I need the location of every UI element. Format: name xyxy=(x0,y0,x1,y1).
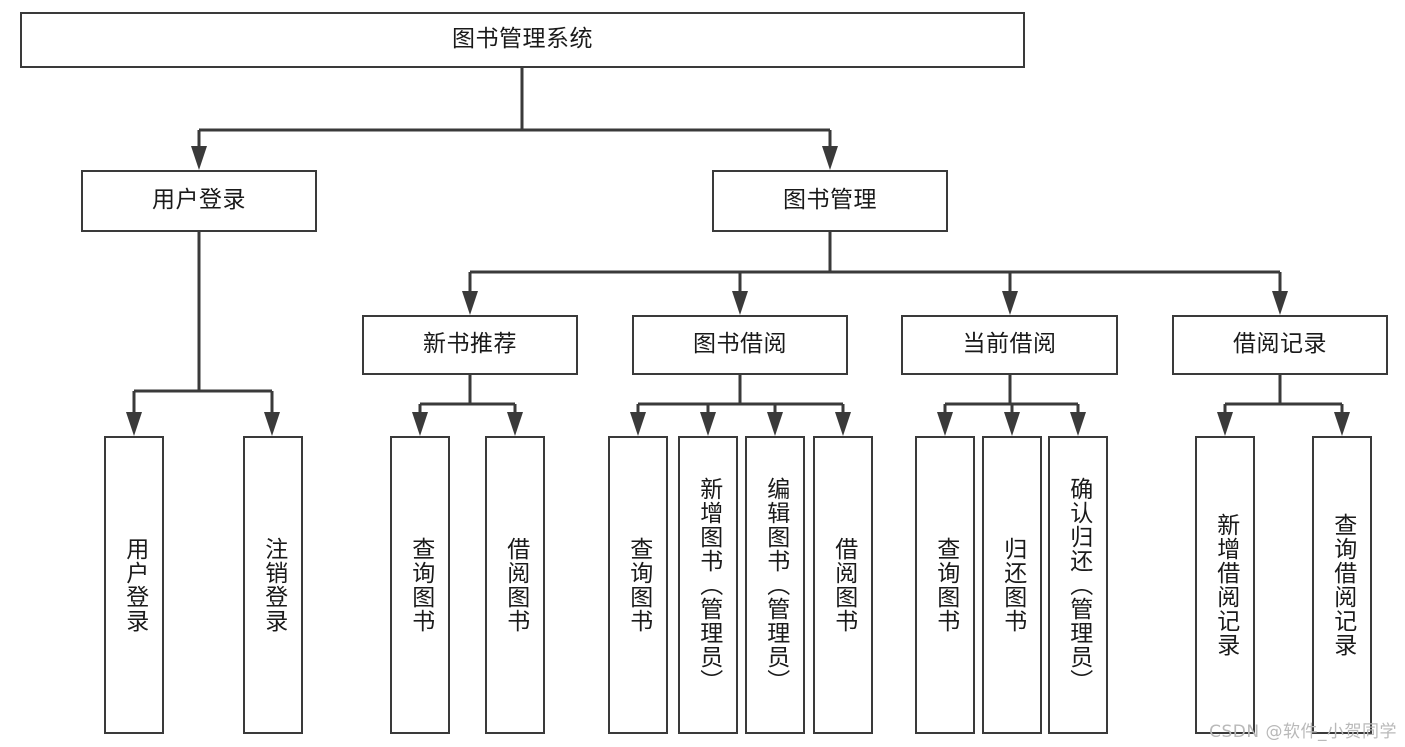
node-borrow-record: 借阅记录 xyxy=(1172,315,1388,375)
node-leaf-logout-login: 注销登录 xyxy=(243,436,303,734)
node-label: 图书借阅 xyxy=(693,331,787,358)
node-label: 借阅图书 xyxy=(830,537,857,633)
node-root: 图书管理系统 xyxy=(20,12,1025,68)
node-label: 借阅图书 xyxy=(502,537,529,633)
node-leaf-borrow-book-1: 借阅图书 xyxy=(485,436,545,734)
node-leaf-query-book-1: 查询图书 xyxy=(390,436,450,734)
arrowhead xyxy=(462,291,478,315)
arrowhead xyxy=(937,412,953,436)
node-label: 编辑图书（管理员） xyxy=(762,477,789,693)
node-user-login: 用户登录 xyxy=(81,170,317,232)
node-leaf-query-book-2: 查询图书 xyxy=(608,436,668,734)
node-label: 用户登录 xyxy=(152,187,246,214)
node-label: 当前借阅 xyxy=(962,331,1057,358)
arrowhead xyxy=(1334,412,1350,436)
arrowhead xyxy=(767,412,783,436)
node-label: 新增借阅记录 xyxy=(1212,513,1239,657)
arrowhead xyxy=(264,412,280,436)
csdn-watermark: CSDN @软件_小贺同学 xyxy=(1209,722,1397,742)
node-book-manage: 图书管理 xyxy=(712,170,948,232)
node-leaf-add-borrow-record: 新增借阅记录 xyxy=(1195,436,1255,734)
node-label: 用户登录 xyxy=(121,537,148,633)
arrowhead xyxy=(126,412,142,436)
node-leaf-query-book-3: 查询图书 xyxy=(915,436,975,734)
node-label: 归还图书 xyxy=(999,537,1026,633)
arrowhead xyxy=(700,412,716,436)
arrowhead xyxy=(412,412,428,436)
node-leaf-user-login: 用户登录 xyxy=(104,436,164,734)
node-label: 查询借阅记录 xyxy=(1329,513,1356,657)
arrowhead xyxy=(1070,412,1086,436)
node-label: 新增图书（管理员） xyxy=(695,477,722,693)
node-leaf-confirm-return: 确认归还（管理员） xyxy=(1048,436,1108,734)
node-book-borrow: 图书借阅 xyxy=(632,315,848,375)
node-new-book-recommend: 新书推荐 xyxy=(362,315,578,375)
arrowhead xyxy=(822,146,838,170)
node-label: 查询图书 xyxy=(625,537,652,633)
arrowhead xyxy=(630,412,646,436)
arrowhead xyxy=(732,291,748,315)
node-leaf-borrow-book-2: 借阅图书 xyxy=(813,436,873,734)
node-label: 图书管理 xyxy=(783,187,877,214)
arrowhead xyxy=(835,412,851,436)
arrowhead xyxy=(1004,412,1020,436)
node-leaf-query-borrow-record: 查询借阅记录 xyxy=(1312,436,1372,734)
node-current-borrow: 当前借阅 xyxy=(901,315,1118,375)
node-leaf-add-book: 新增图书（管理员） xyxy=(678,436,738,734)
node-label: 查询图书 xyxy=(932,537,959,633)
node-label: 借阅记录 xyxy=(1233,331,1327,358)
node-label: 新书推荐 xyxy=(423,331,517,358)
node-label: 注销登录 xyxy=(260,537,287,633)
arrowhead xyxy=(1002,291,1018,315)
arrowhead xyxy=(507,412,523,436)
node-label: 查询图书 xyxy=(407,537,434,633)
node-leaf-return-book: 归还图书 xyxy=(982,436,1042,734)
arrowhead xyxy=(191,146,207,170)
node-label: 图书管理系统 xyxy=(452,26,593,53)
arrowhead xyxy=(1272,291,1288,315)
node-leaf-edit-book: 编辑图书（管理员） xyxy=(745,436,805,734)
node-label: 确认归还（管理员） xyxy=(1065,477,1092,693)
arrowhead xyxy=(1217,412,1233,436)
